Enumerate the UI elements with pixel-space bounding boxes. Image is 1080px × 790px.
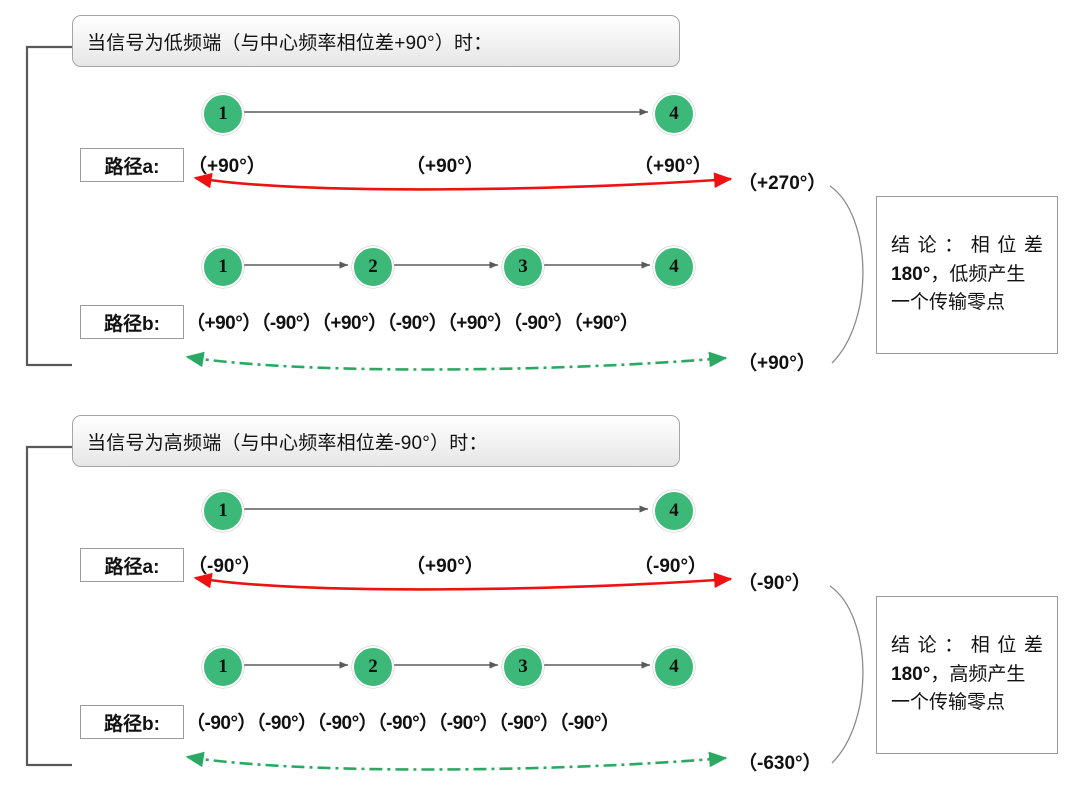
conclusion-line-2-high: 180°，高频产生 <box>891 661 1043 690</box>
conclusion-line-1-high: 结 论 ： 相 位 差 <box>891 632 1043 661</box>
concl-ch: 结 <box>891 235 911 257</box>
block-bracket-high <box>25 445 72 767</box>
node-low-b-1: 1 <box>202 246 244 288</box>
block-header-low: 当信号为低频端（与中心频率相位差+90°）时： <box>72 15 680 67</box>
path-a-label-high: 路径a: <box>80 548 184 582</box>
path-b-label-low: 路径b: <box>80 305 184 339</box>
concl-ch: 差 <box>1023 635 1043 657</box>
concl-ch: 位 <box>997 635 1017 657</box>
concl-ch: ： <box>944 635 964 657</box>
path-b-result-low: （+90°） <box>738 353 816 374</box>
node-low-a-1: 1 <box>202 93 244 135</box>
node-high-a-4: 4 <box>653 490 695 532</box>
concl-ch: 论 <box>917 235 937 257</box>
path-a-label-low: 路径a: <box>80 148 184 182</box>
conclusion-box-high: 结 论 ： 相 位 差 180°，高频产生 一个传输零点 <box>876 596 1058 754</box>
conclusion-line-2-rest-high: ，高频产生 <box>930 663 1026 685</box>
conclusion-phase-value-high: 180° <box>891 663 931 685</box>
path-a-curve-low <box>193 172 733 191</box>
path-b-curve-low <box>185 351 728 371</box>
conclusion-line-3-low: 一个传输零点 <box>891 292 1006 314</box>
node-low-a-4: 4 <box>653 93 695 135</box>
node-high-a-1: 1 <box>202 490 244 532</box>
path-a-result-high: （-90°） <box>738 573 812 594</box>
conclusion-line-2-rest-low: ，低频产生 <box>930 263 1026 285</box>
node-high-b-2: 2 <box>352 646 394 688</box>
node-high-b-4: 4 <box>653 646 695 688</box>
path-b-label-high: 路径b: <box>80 705 184 739</box>
path-b-result-high: （-630°） <box>738 753 822 774</box>
concl-ch: 论 <box>917 635 937 657</box>
path-b-sequence-low: （+90°）（-90°）（+90°）（-90°）（+90°）（-90°）（+90… <box>186 313 639 334</box>
concl-ch: 结 <box>891 635 911 657</box>
node-high-b-1: 1 <box>202 646 244 688</box>
concl-ch: 相 <box>970 635 990 657</box>
block-bracket-low <box>25 45 72 367</box>
path-a-value-3-high: （-90°） <box>634 556 708 577</box>
path-b-sequence-high: （-90°）（-90°）（-90°）（-90°）（-90°）（-90°）（-90… <box>186 713 620 734</box>
node-low-b-2: 2 <box>352 246 394 288</box>
block-header-high: 当信号为高频端（与中心频率相位差-90°）时： <box>72 415 680 467</box>
concl-ch: 差 <box>1023 235 1043 257</box>
conclusion-line-2-low: 180°，低频产生 <box>891 261 1043 290</box>
node-high-b-3: 3 <box>502 646 544 688</box>
conclusion-box-low: 结 论 ： 相 位 差 180°，低频产生 一个传输零点 <box>876 196 1058 354</box>
conclusion-brace-high <box>829 585 864 764</box>
path-a-value-3-low: （+90°） <box>634 156 712 177</box>
path-a-value-2-low: （+90°） <box>406 156 484 177</box>
path-a-value-1-low: （+90°） <box>188 156 266 177</box>
node-low-b-4: 4 <box>653 246 695 288</box>
conclusion-line-3-high: 一个传输零点 <box>891 692 1006 714</box>
path-a-value-2-high: （+90°） <box>406 556 484 577</box>
path-b-curve-high <box>185 751 728 771</box>
concl-ch: ： <box>944 235 964 257</box>
conclusion-brace-low <box>829 185 864 364</box>
path-a-result-low: （+270°） <box>738 173 827 194</box>
path-a-value-1-high: （-90°） <box>188 556 262 577</box>
conclusion-phase-value-low: 180° <box>891 263 931 285</box>
node-low-b-3: 3 <box>502 246 544 288</box>
path-a-curve-high <box>193 572 733 591</box>
conclusion-line-1-low: 结 论 ： 相 位 差 <box>891 232 1043 261</box>
concl-ch: 相 <box>970 235 990 257</box>
concl-ch: 位 <box>997 235 1017 257</box>
